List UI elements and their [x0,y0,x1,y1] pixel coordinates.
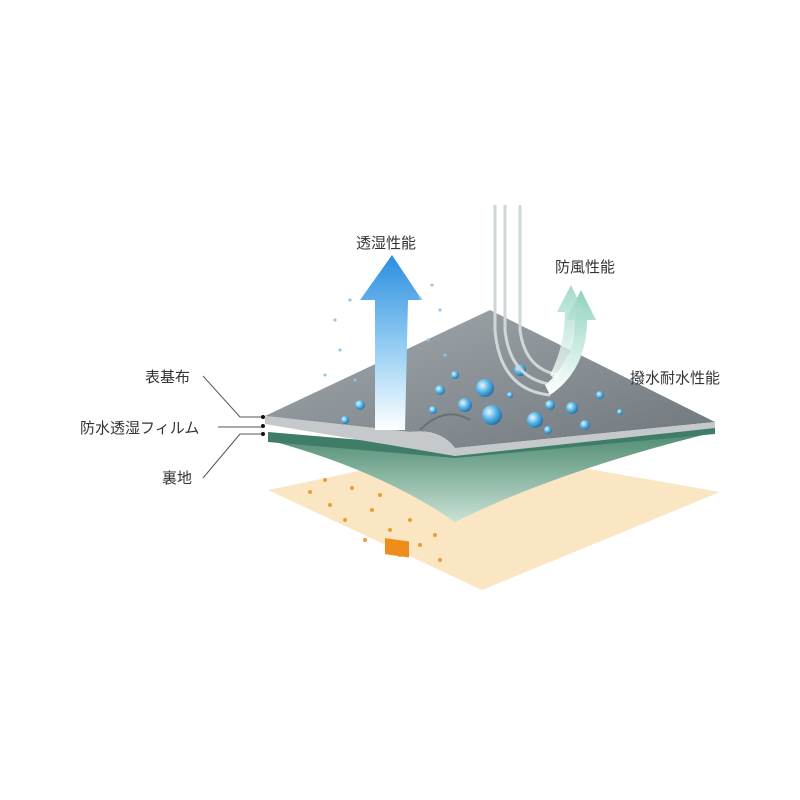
label-lining: 裏地 [162,469,193,487]
lining-layer [268,448,720,590]
label-windproof: 防風性能 [555,258,616,276]
tag [385,538,409,558]
label-water-repellent: 撥水耐水性能 [630,369,721,387]
label-outer-fabric: 表基布 [145,368,191,386]
leader-lines [202,375,262,479]
vapor-dots [323,283,447,382]
breathability-arrow [360,255,422,430]
label-breathability: 透湿性能 [356,234,417,252]
label-membrane: 防水透湿フィルム [80,419,200,437]
windproof-arrows [545,285,596,395]
membrane-layer [268,432,715,522]
